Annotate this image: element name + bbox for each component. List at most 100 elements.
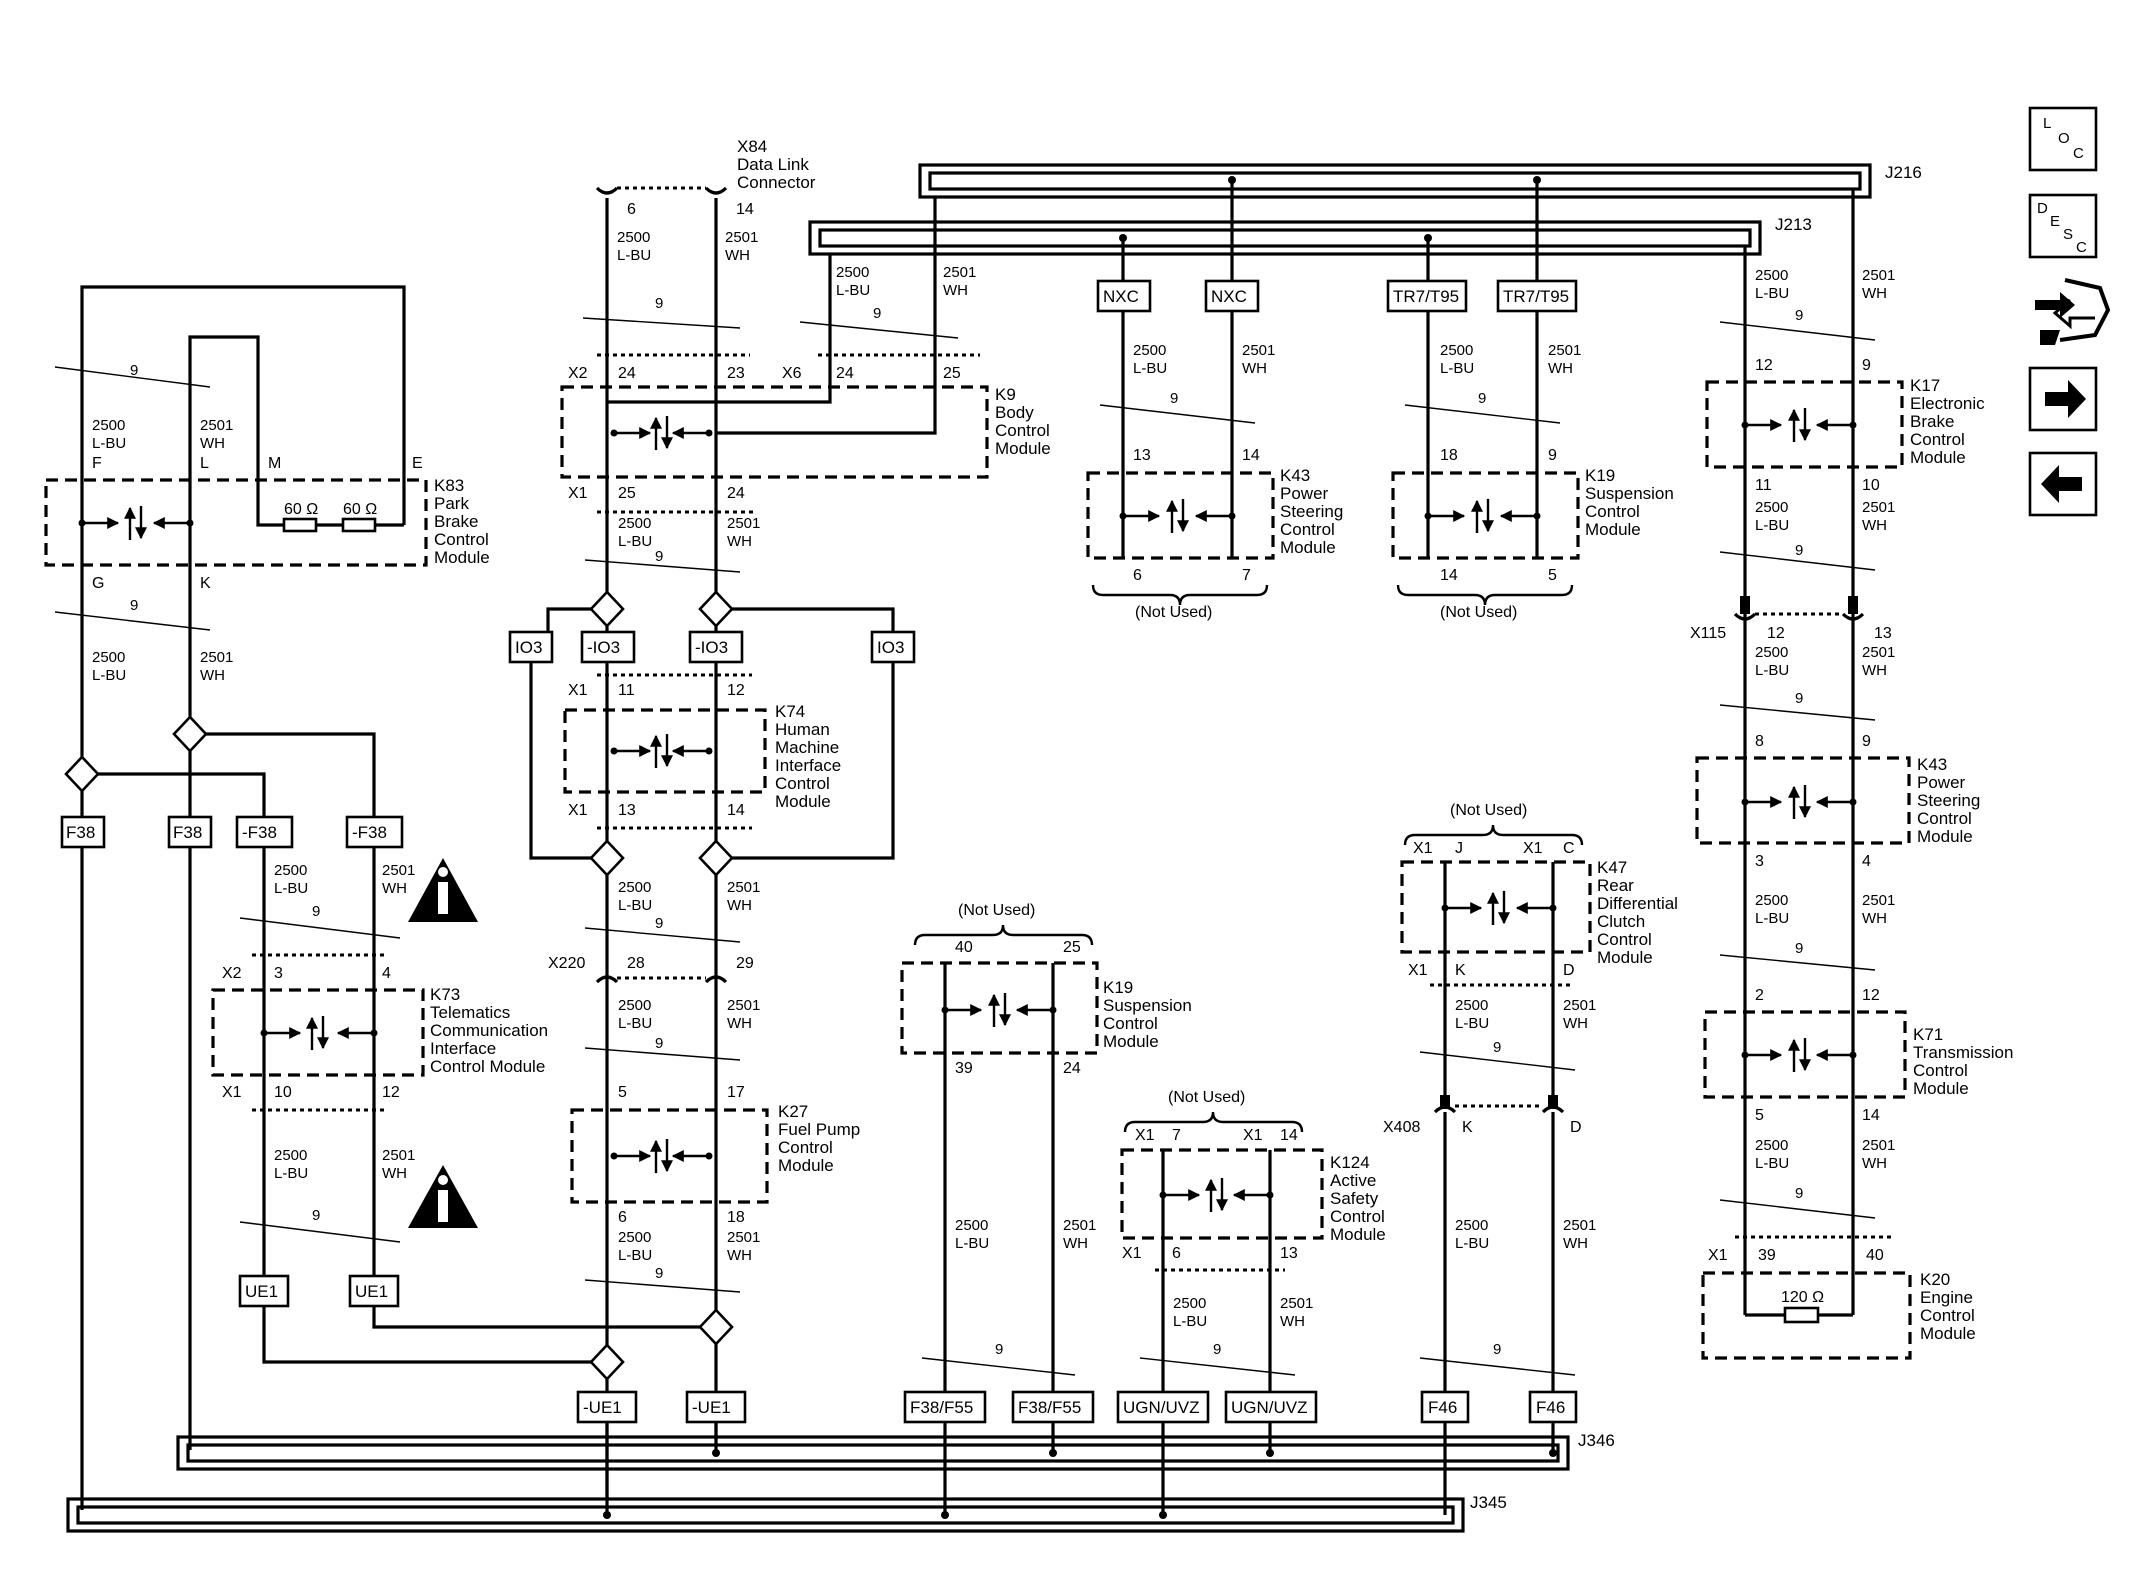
k47-x1: X1 bbox=[1408, 962, 1428, 979]
x115-pin-low: 12 bbox=[1767, 625, 1785, 642]
arrow-right-icon[interactable] bbox=[2028, 366, 2098, 432]
option-ue1: UE1 bbox=[245, 1282, 278, 1301]
k17-name: Control bbox=[1910, 430, 1965, 449]
info-icon[interactable] bbox=[408, 858, 478, 922]
wire-gauge: 9 bbox=[1213, 1341, 1221, 1358]
k9-name: Control bbox=[995, 421, 1050, 440]
wire-label-color: L-BU bbox=[1133, 360, 1167, 377]
wire-label-color: L-BU bbox=[836, 282, 870, 299]
k20-engine-control-module: X1 39 40 120 Ω K20 Engine Control Module bbox=[1701, 1235, 1976, 1360]
wire-gauge: 9 bbox=[1170, 390, 1178, 407]
resistor-label: 60 Ω bbox=[343, 501, 377, 518]
wire-label-color: WH bbox=[382, 880, 407, 897]
transceiver-icon bbox=[1159, 1178, 1274, 1212]
x408-pin-low: K bbox=[1462, 1119, 1473, 1136]
wire-gauge: 9 bbox=[873, 305, 881, 322]
wire-label-color: L-BU bbox=[618, 1015, 652, 1032]
wire-label-color: WH bbox=[200, 667, 225, 684]
k43-power-steering-right: 8 9 3 4 K43 Power Steering Control Modul… bbox=[1695, 733, 1980, 971]
option-io3: IO3 bbox=[877, 638, 904, 657]
component-connector-icon[interactable] bbox=[2035, 278, 2111, 345]
k19-id: K19 bbox=[1585, 466, 1615, 485]
x84-pin-low: 6 bbox=[627, 201, 636, 218]
wire-label-color: L-BU bbox=[618, 1247, 652, 1264]
k71-pin-14: 14 bbox=[1862, 1107, 1880, 1124]
k9-pin-24c: 24 bbox=[727, 485, 745, 502]
wire-label-circuit: 2501 bbox=[1862, 1137, 1895, 1154]
x84-name-1: Data Link bbox=[737, 155, 809, 174]
wire-label-color: WH bbox=[727, 533, 752, 550]
wire-label-color: WH bbox=[1862, 517, 1887, 534]
k124-x1: X1 bbox=[1135, 1127, 1155, 1144]
k19-pin-14: 14 bbox=[1440, 567, 1458, 584]
k74-name: Interface bbox=[775, 756, 841, 775]
wire-label-circuit: 2500 bbox=[618, 879, 651, 896]
wire-gauge: 9 bbox=[655, 1265, 663, 1282]
x84-pin-high: 14 bbox=[736, 201, 754, 218]
k17-name: Brake bbox=[1910, 412, 1954, 431]
option-tr7: TR7/T95 bbox=[1503, 287, 1569, 306]
k19-pin-40: 40 bbox=[955, 939, 973, 956]
k74-x1: X1 bbox=[568, 802, 588, 819]
wire-label-color: WH bbox=[725, 247, 750, 264]
wire-label-circuit: 2500 bbox=[274, 862, 307, 879]
resistor-label: 120 Ω bbox=[1781, 1289, 1824, 1306]
right-column-bus: 2500 L-BU 2501 WH 9 bbox=[1719, 189, 1895, 1315]
wire-label-circuit: 2501 bbox=[1862, 644, 1895, 661]
k124-name: Active bbox=[1330, 1171, 1376, 1190]
arrow-left-icon[interactable] bbox=[2028, 451, 2098, 517]
k17-name: Module bbox=[1910, 448, 1966, 467]
k74-name: Module bbox=[775, 792, 831, 811]
k83-pin-e: E bbox=[412, 455, 423, 472]
wire-label-color: L-BU bbox=[1755, 910, 1789, 927]
splice-j345: J345 bbox=[66, 1493, 1507, 1533]
k74-name: Human bbox=[775, 720, 830, 739]
k27-id: K27 bbox=[778, 1102, 808, 1121]
k17-name: Electronic bbox=[1910, 394, 1985, 413]
wire-label-circuit: 2501 bbox=[943, 264, 976, 281]
wire-label-circuit: 2501 bbox=[1563, 997, 1596, 1014]
wire-label-color: L-BU bbox=[1455, 1235, 1489, 1252]
wire-label-color: WH bbox=[1862, 910, 1887, 927]
k83-name: Module bbox=[434, 548, 490, 567]
k19-pin-24: 24 bbox=[1063, 1060, 1081, 1077]
k47-x1: X1 bbox=[1413, 840, 1433, 857]
k9-pin-23: 23 bbox=[727, 365, 745, 382]
info-icon[interactable] bbox=[408, 1165, 478, 1228]
transceiver-icon bbox=[610, 734, 713, 768]
k83-name: Park bbox=[434, 494, 469, 513]
k73-x2: X2 bbox=[222, 965, 242, 982]
description-button[interactable]: D E S C bbox=[2028, 193, 2098, 259]
k71-transmission-control-module: 2 12 5 14 K71 Transmission Control Modul… bbox=[1703, 987, 2013, 1219]
option-not-io3: -IO3 bbox=[695, 638, 728, 657]
k74-pin-11: 11 bbox=[618, 682, 635, 699]
wire-label-circuit: 2501 bbox=[382, 862, 415, 879]
wire-label-circuit: 2500 bbox=[1755, 1137, 1788, 1154]
k124-x1: X1 bbox=[1122, 1245, 1142, 1262]
k71-pin-2: 2 bbox=[1755, 987, 1764, 1004]
transceiver-icon bbox=[610, 1139, 713, 1173]
k74-pin-13: 13 bbox=[618, 802, 636, 819]
k71-id: K71 bbox=[1913, 1025, 1943, 1044]
k9-pin-24b: 24 bbox=[836, 365, 854, 382]
loc-letter: C bbox=[2073, 145, 2084, 162]
k9-name: Module bbox=[995, 439, 1051, 458]
wire-label-circuit: 2501 bbox=[1242, 342, 1275, 359]
transceiver-icon bbox=[260, 1016, 378, 1050]
k19-name: Control bbox=[1585, 502, 1640, 521]
k9-pin-24: 24 bbox=[618, 365, 636, 382]
wire-label-circuit: 2501 bbox=[727, 515, 760, 532]
k17-pin-9: 9 bbox=[1862, 357, 1871, 374]
wire-label-circuit: 2500 bbox=[1173, 1295, 1206, 1312]
location-button[interactable]: L O C bbox=[2028, 106, 2098, 172]
x220-id: X220 bbox=[548, 955, 585, 972]
k47-pin-c: C bbox=[1563, 840, 1575, 857]
k83-pin-f: F bbox=[92, 455, 102, 472]
splice-j346-label: J346 bbox=[1578, 1431, 1615, 1450]
f38-branch: F38 F38 -F38 -F38 bbox=[60, 715, 404, 1510]
desc-letter: D bbox=[2037, 200, 2048, 217]
k74-id: K74 bbox=[775, 702, 805, 721]
wire-label-color: L-BU bbox=[1755, 1155, 1789, 1172]
k19-name: Module bbox=[1103, 1032, 1159, 1051]
